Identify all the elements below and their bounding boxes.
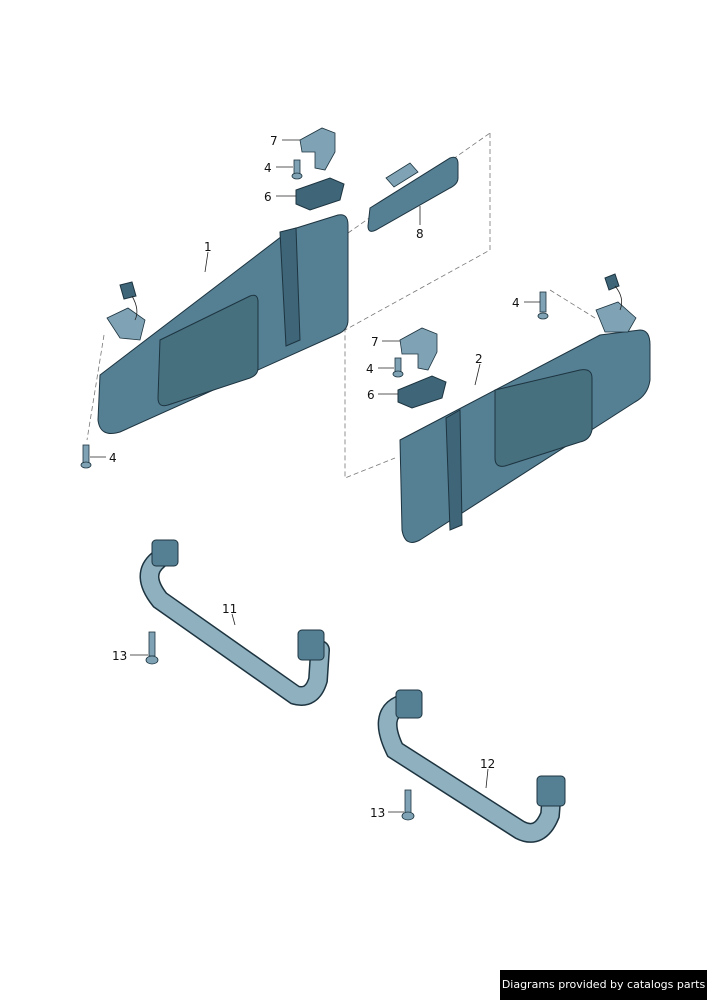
sun-visor-left bbox=[97, 214, 349, 434]
callout-4: 4 bbox=[512, 296, 520, 310]
callout-2: 2 bbox=[475, 352, 483, 366]
callout-6: 6 bbox=[367, 388, 375, 402]
hinge-plate bbox=[385, 162, 419, 188]
clip-7b bbox=[399, 327, 438, 371]
callout-4: 4 bbox=[109, 451, 117, 465]
mirror-cover bbox=[367, 156, 459, 232]
assembly-line bbox=[86, 334, 105, 441]
clip-7a bbox=[299, 127, 336, 171]
callout-4: 4 bbox=[366, 362, 374, 376]
callout-6: 6 bbox=[264, 190, 272, 204]
callout-12: 12 bbox=[480, 757, 495, 771]
attribution-footer: Diagrams provided by catalogs parts bbox=[500, 970, 707, 1000]
grab-handle-12 bbox=[377, 689, 566, 843]
assembly-line bbox=[549, 289, 596, 319]
callout-11: 11 bbox=[222, 602, 237, 616]
callout-13: 13 bbox=[370, 806, 385, 820]
screw-icon bbox=[392, 357, 404, 378]
callout-8: 8 bbox=[416, 227, 424, 241]
callout-4: 4 bbox=[264, 161, 272, 175]
callout-13: 13 bbox=[112, 649, 127, 663]
bolt-icon bbox=[401, 789, 415, 821]
screw-icon bbox=[537, 291, 549, 320]
sun-visor-right bbox=[399, 273, 651, 543]
callout-1: 1 bbox=[204, 240, 212, 254]
assembly-line bbox=[344, 133, 491, 479]
bolt-icon bbox=[145, 631, 159, 665]
grab-handle-11 bbox=[139, 539, 330, 706]
callout-7: 7 bbox=[371, 335, 379, 349]
cover-6b bbox=[397, 375, 447, 409]
cover-6a bbox=[295, 177, 345, 211]
screw-icon bbox=[80, 444, 92, 469]
callout-7: 7 bbox=[270, 134, 278, 148]
screw-icon bbox=[291, 159, 303, 180]
